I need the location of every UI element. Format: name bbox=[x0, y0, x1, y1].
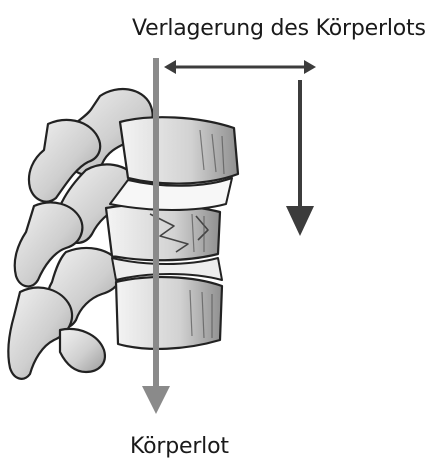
vertebral-bodies bbox=[106, 117, 238, 349]
displaced-gravity-arrow bbox=[286, 80, 314, 236]
displacement-horizontal-arrow bbox=[164, 60, 316, 74]
